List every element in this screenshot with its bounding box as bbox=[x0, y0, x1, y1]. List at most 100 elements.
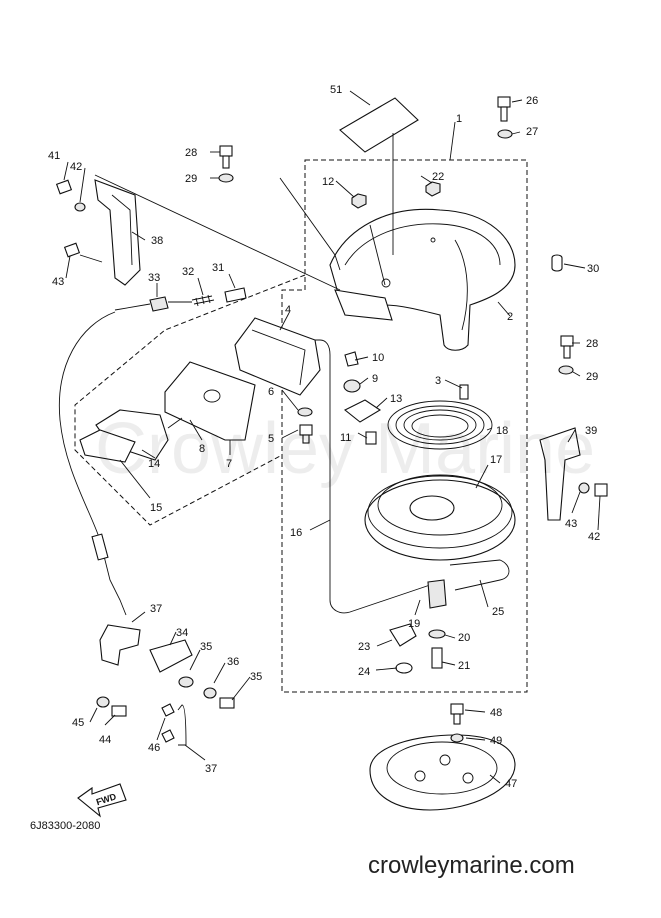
part-number: 6J83300-2080 bbox=[30, 820, 101, 832]
holder-part bbox=[79, 429, 136, 463]
callout-26: 26 bbox=[526, 95, 538, 107]
bracket-part bbox=[539, 427, 581, 521]
callout-45: 44 bbox=[99, 734, 111, 746]
callout-51: 51 bbox=[330, 84, 342, 96]
bolt-part bbox=[365, 431, 377, 445]
callout-39: 37 bbox=[150, 603, 162, 615]
clip-part bbox=[395, 662, 413, 674]
callout-29: 29 bbox=[185, 173, 197, 185]
washer-part bbox=[96, 696, 110, 708]
bolt-part bbox=[497, 96, 513, 139]
fwd-arrow-icon: FWD bbox=[77, 783, 127, 818]
cable-end-part bbox=[58, 287, 247, 541]
bracket-part bbox=[99, 624, 141, 666]
bolt-part bbox=[218, 145, 234, 183]
callout-41: 39 bbox=[585, 425, 597, 437]
washer-part bbox=[428, 629, 446, 639]
callout-42-right: 42 bbox=[588, 531, 600, 543]
callout-22: 22 bbox=[432, 171, 444, 183]
grommet-part bbox=[343, 379, 361, 393]
starter-base-part bbox=[369, 734, 516, 811]
callout-46: 45 bbox=[72, 717, 84, 729]
pin-part bbox=[344, 351, 359, 367]
neutral-bracket-part bbox=[234, 317, 321, 396]
pawl-part bbox=[389, 623, 417, 647]
callout-8: 8 bbox=[199, 443, 205, 455]
callout-27: 27 bbox=[526, 126, 538, 138]
callout-15: 15 bbox=[150, 502, 162, 514]
callout-29-right: 29 bbox=[586, 371, 598, 383]
nut-part bbox=[351, 193, 367, 209]
watermark: Crowley Marine bbox=[95, 409, 596, 489]
callout-11: 11 bbox=[340, 432, 351, 444]
callout-6: 6 bbox=[268, 386, 274, 398]
bracket-part bbox=[55, 179, 141, 286]
callout-44: 43 bbox=[52, 276, 64, 288]
callout-43: 42 bbox=[70, 161, 82, 173]
callout-31: 31 bbox=[212, 262, 224, 274]
callout-32: 32 bbox=[182, 266, 194, 278]
callout-48: 47 bbox=[505, 778, 517, 790]
bolt-part bbox=[111, 705, 127, 717]
callout-37: 36 bbox=[227, 656, 239, 668]
collar-part bbox=[178, 676, 194, 688]
callout-2: 2 bbox=[507, 311, 513, 323]
callout-3: 3 bbox=[435, 375, 441, 387]
callout-43-right: 43 bbox=[565, 518, 577, 530]
link-rod-part bbox=[300, 339, 431, 614]
lever-part bbox=[149, 639, 193, 673]
callout-19: 19 bbox=[408, 618, 420, 630]
callout-33: 33 bbox=[148, 272, 160, 284]
callout-42: 41 bbox=[48, 150, 60, 162]
plate-part bbox=[164, 361, 256, 441]
callout-14: 14 bbox=[148, 458, 160, 470]
callout-34: 34 bbox=[176, 627, 188, 639]
callout-18: 18 bbox=[496, 425, 508, 437]
callout-28: 28 bbox=[185, 147, 197, 159]
callout-21: 21 bbox=[458, 660, 470, 672]
callout-1: 1 bbox=[456, 113, 462, 125]
leader-lines bbox=[63, 90, 601, 784]
callout-17: 17 bbox=[490, 454, 502, 466]
pulley-part bbox=[364, 474, 516, 561]
callout-12: 12 bbox=[322, 176, 334, 188]
callout-10: 10 bbox=[372, 352, 384, 364]
callout-numbers: 51 1 26 27 28 29 12 22 30 2 28 29 41 42 … bbox=[48, 84, 600, 790]
callout-5: 5 bbox=[268, 433, 274, 445]
callout-20: 20 bbox=[458, 632, 470, 644]
callout-47: 46 bbox=[148, 742, 160, 754]
starter-cover-part bbox=[329, 208, 516, 351]
website-label: crowleymarine.com bbox=[368, 852, 575, 879]
pin-part bbox=[177, 704, 187, 746]
washer-part bbox=[203, 687, 217, 699]
collar-part bbox=[551, 254, 563, 272]
callout-13: 13 bbox=[390, 393, 402, 405]
callout-23: 23 bbox=[358, 641, 370, 653]
callout-4: 4 bbox=[285, 304, 291, 316]
decal-part bbox=[339, 97, 419, 153]
callout-30: 30 bbox=[587, 263, 599, 275]
callout-40: 38 bbox=[151, 235, 163, 247]
pin-part bbox=[459, 384, 469, 400]
callout-49: 48 bbox=[490, 707, 502, 719]
bolt-part bbox=[219, 697, 235, 709]
callout-16: 16 bbox=[290, 527, 302, 539]
callout-50: 49 bbox=[490, 735, 502, 747]
spring-part bbox=[449, 559, 510, 591]
nut-part bbox=[425, 181, 441, 197]
assembly-box-left bbox=[74, 274, 306, 526]
assembly-box-main bbox=[281, 159, 528, 693]
callout-36: 35 bbox=[250, 671, 262, 683]
callout-24: 24 bbox=[358, 666, 370, 678]
callout-25: 25 bbox=[492, 606, 504, 618]
callout-7: 7 bbox=[226, 458, 232, 470]
callout-38: 37 bbox=[205, 763, 217, 775]
recoil-spring-part bbox=[387, 400, 493, 450]
spring-plate-part bbox=[343, 399, 382, 423]
bushing-part bbox=[427, 579, 447, 609]
callout-28-right: 28 bbox=[586, 338, 598, 350]
callout-35: 35 bbox=[200, 641, 212, 653]
bolt-part bbox=[431, 647, 443, 669]
callout-9: 9 bbox=[372, 373, 378, 385]
